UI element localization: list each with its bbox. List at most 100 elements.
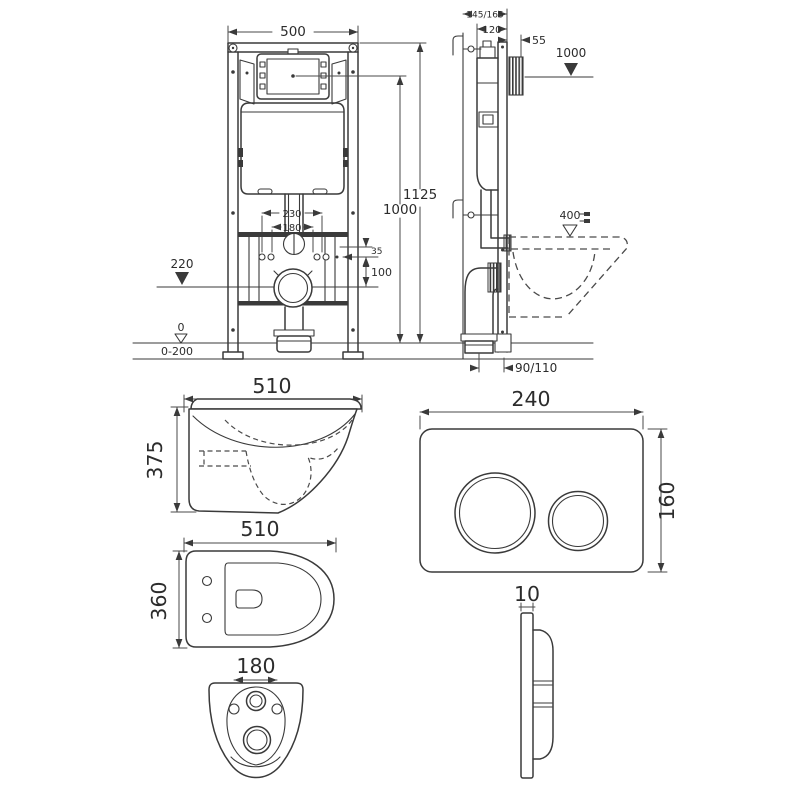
- pan-top-outline: [185, 550, 335, 648]
- floor-range-label: 0-200: [161, 345, 193, 358]
- elbow-base-box: [464, 340, 494, 354]
- corner-screw-dot: [231, 46, 235, 50]
- drain-pipe: [284, 306, 304, 331]
- hinge-hole: [201, 575, 213, 587]
- dim-label: 230: [282, 209, 301, 220]
- drain-outer-ring: [273, 268, 313, 308]
- dim-label: 145/165: [466, 11, 503, 21]
- level-400: 400: [560, 209, 590, 237]
- bolt-hole: [271, 703, 283, 715]
- drain-inner-ring: [277, 272, 309, 304]
- dim-label: 120: [482, 25, 501, 36]
- mounting-stud: [258, 253, 266, 261]
- bracket-screw-dot: [337, 71, 341, 75]
- bowl-dashed-outline: [508, 236, 628, 318]
- pan-top-view: 510 360: [147, 517, 337, 649]
- access-center-dot: [291, 74, 295, 78]
- level-1000-side: 1000: [524, 46, 594, 78]
- dim-label: 510: [240, 517, 279, 541]
- flush-pipe-side: [480, 189, 509, 249]
- flush-valve-box: [478, 111, 499, 128]
- frame-front-view: 500: [156, 24, 437, 360]
- frame-rails: [227, 42, 359, 353]
- cistern-clip: [343, 148, 348, 157]
- inlet-hole-outer: [245, 690, 267, 712]
- seat-lid-side: [190, 398, 362, 410]
- dim-label: 90/110: [515, 361, 557, 375]
- hinge-hole: [201, 612, 213, 624]
- mechanism-housing: [532, 629, 554, 760]
- dim-plate-55: 55: [498, 34, 546, 58]
- bottom-inner-line: [230, 756, 281, 768]
- level-label: 1000: [556, 46, 587, 60]
- dim-label: 360: [147, 581, 171, 620]
- dim-label: 160: [655, 481, 679, 520]
- dim-outlet-90-110: 90/110: [470, 352, 557, 375]
- supply-fitting: [467, 45, 475, 53]
- rail-hole: [351, 328, 355, 332]
- level-marker-open-icon: [174, 333, 188, 344]
- adjustment-icon: [584, 219, 590, 223]
- mounting-stud: [322, 253, 330, 261]
- level-220: 220: [156, 257, 379, 288]
- level-marker-filled-icon: [564, 63, 578, 76]
- level-label: 220: [171, 257, 194, 271]
- dim-width-500: 500: [227, 24, 359, 43]
- right-bracket-plate: [331, 59, 347, 105]
- frame-structure: [227, 42, 359, 353]
- flush-pipe-inner: [287, 193, 301, 235]
- lower-wall-bracket: [452, 199, 464, 219]
- access-screw: [320, 61, 327, 68]
- inlet-hole-inner: [249, 694, 263, 708]
- inlet-dashed: [199, 450, 251, 467]
- access-window: [256, 48, 407, 100]
- rail-hole: [231, 211, 235, 215]
- rim-inner-curve: [192, 413, 356, 448]
- dim-top-depth-360: 360: [147, 550, 188, 649]
- large-flush-button: [454, 472, 536, 554]
- cistern-vent: [257, 188, 273, 195]
- dim-label-width: 500: [280, 24, 306, 40]
- elbow-outer: [464, 267, 499, 335]
- dim-35-100: 35 100: [339, 238, 392, 287]
- stud-screw-dot: [335, 255, 339, 259]
- dim-pan-height-375: 375: [143, 406, 197, 513]
- fill-valve-top: [482, 40, 492, 48]
- mounting-stud: [267, 253, 275, 261]
- dim-top-width-510: 510: [183, 517, 337, 553]
- post-screw: [501, 45, 504, 49]
- left-bracket-plate: [239, 59, 255, 105]
- drain-ticks: [273, 270, 313, 306]
- plate-profile: [520, 612, 534, 779]
- dim-thickness-10: 10: [514, 582, 540, 612]
- outlet-hole-inner: [246, 729, 268, 751]
- rail-hole: [231, 328, 235, 332]
- extension-lines: [478, 352, 505, 373]
- level-marker-filled-icon: [175, 272, 189, 285]
- post-screw: [501, 248, 504, 252]
- fill-valve-cap: [479, 46, 496, 59]
- extension-lines: [172, 550, 188, 649]
- dim-label: 510: [252, 374, 291, 398]
- flush-pipe-coupling-side: [503, 234, 512, 252]
- dim-plate-width-240: 240: [419, 387, 644, 430]
- cistern-vent: [312, 188, 328, 195]
- frame-post: [497, 41, 508, 353]
- small-flush-button: [547, 490, 609, 552]
- flush-plate: [419, 428, 644, 573]
- drain-opening: [235, 589, 263, 609]
- level-zero: 0 0-200: [161, 321, 193, 358]
- dim-depth-120: 120: [476, 23, 508, 59]
- supply-valve: [467, 211, 475, 219]
- access-screw: [259, 72, 266, 79]
- access-screw: [259, 61, 266, 68]
- bowl-rim-and-front: [509, 236, 628, 317]
- housing-lines: [532, 680, 553, 708]
- seat-inner-outline: [224, 562, 322, 636]
- frame-struts: [248, 236, 336, 302]
- adjustment-icon-stems: [579, 213, 585, 222]
- extension-lines: [419, 415, 644, 430]
- dim-label: 55: [532, 34, 546, 47]
